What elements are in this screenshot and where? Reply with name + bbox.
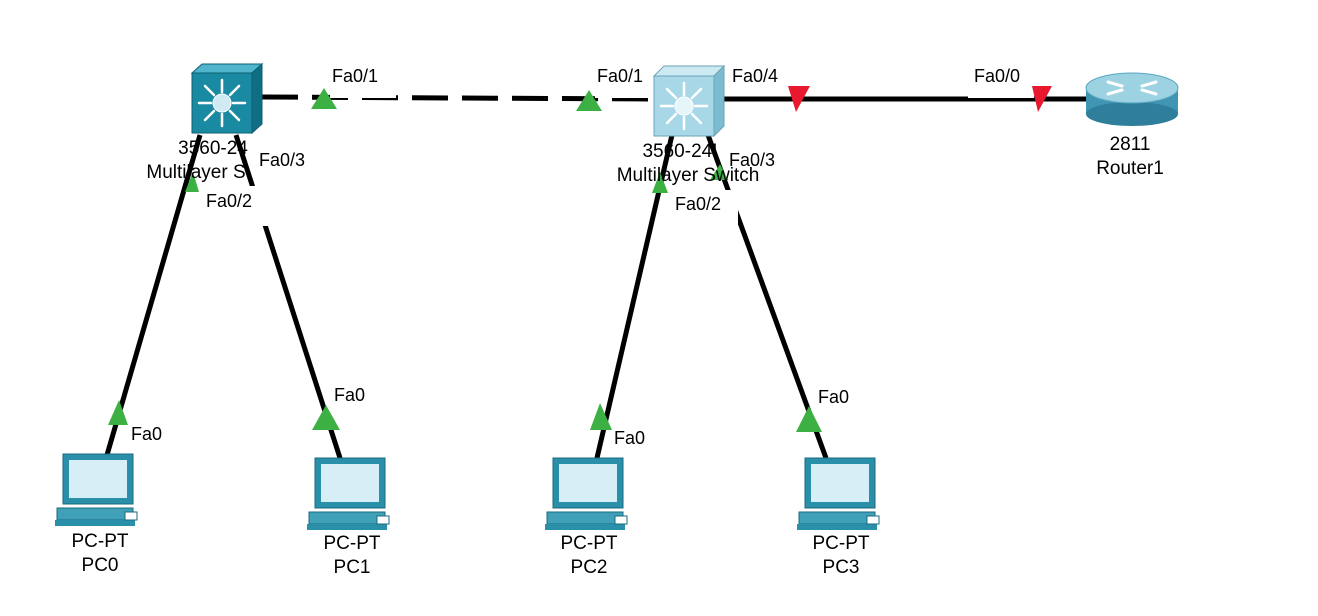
link-switch1-pc3[interactable]: [705, 134, 829, 459]
link-up-marker: [590, 403, 612, 430]
port-label: Fa0/2: [675, 194, 721, 214]
router-icon[interactable]: [1085, 72, 1179, 126]
pc-icon[interactable]: [797, 457, 880, 530]
device-model-label: 2811: [1110, 134, 1151, 155]
link-up-marker: [108, 400, 128, 425]
link-status-markers: [108, 86, 1052, 432]
link-up-marker: [185, 172, 199, 192]
multilayer-switch-icon[interactable]: [190, 62, 264, 135]
link-up-marker: [652, 172, 668, 193]
label-backgrounds: [202, 62, 1034, 230]
device-name-label: PC0: [82, 555, 119, 576]
device-name-label: Multilayer S: [146, 162, 245, 183]
port-label: Fa0: [614, 428, 645, 448]
device-name-label: PC3: [823, 557, 860, 578]
links: [104, 94, 1090, 459]
port-label: Fa0/3: [259, 150, 305, 170]
link-up-marker: [576, 90, 602, 111]
multilayer-switch-icon[interactable]: [652, 64, 726, 138]
link-switch0-pc0[interactable]: [104, 134, 203, 456]
port-label: Fa0/2: [206, 191, 252, 211]
link-up-marker: [312, 405, 340, 430]
port-label: Fa0/3: [729, 150, 775, 170]
port-label: Fa0/0: [974, 66, 1020, 86]
link-down-marker: [1032, 86, 1052, 112]
device-name-label: Router1: [1096, 158, 1164, 179]
port-label: Fa0/1: [332, 66, 378, 86]
link-down-marker: [788, 86, 810, 112]
device-name-label: PC1: [334, 557, 371, 578]
device-model-label: PC-PT: [561, 533, 618, 554]
device-model-label: PC-PT: [72, 531, 129, 552]
port-label: Fa0: [131, 424, 162, 444]
device-model-label: PC-PT: [324, 533, 381, 554]
link-up-marker: [311, 88, 337, 109]
pc-icon[interactable]: [307, 457, 390, 530]
link-up-marker: [710, 164, 728, 180]
device-name-label: PC2: [571, 557, 608, 578]
port-label: Fa0: [818, 387, 849, 407]
device-labels: 3560-24 Multilayer S 3560-24I Multilayer…: [72, 134, 1164, 578]
device-model-label: 3560-24: [178, 138, 248, 159]
port-label: Fa0: [334, 385, 365, 405]
device-model-label: 3560-24I: [642, 141, 717, 162]
device-model-label: PC-PT: [813, 533, 870, 554]
pc-icon[interactable]: [545, 457, 628, 530]
link-up-marker: [796, 406, 822, 432]
pc-icon[interactable]: [55, 453, 138, 526]
device-name-label: Multilayer Switch: [617, 165, 760, 186]
port-labels: Fa0/1 Fa0/3 Fa0/2 Fa0/1 Fa0/4 Fa0/3 Fa0/…: [131, 66, 1020, 448]
port-label: Fa0/1: [597, 66, 643, 86]
port-label: Fa0/4: [732, 66, 778, 86]
